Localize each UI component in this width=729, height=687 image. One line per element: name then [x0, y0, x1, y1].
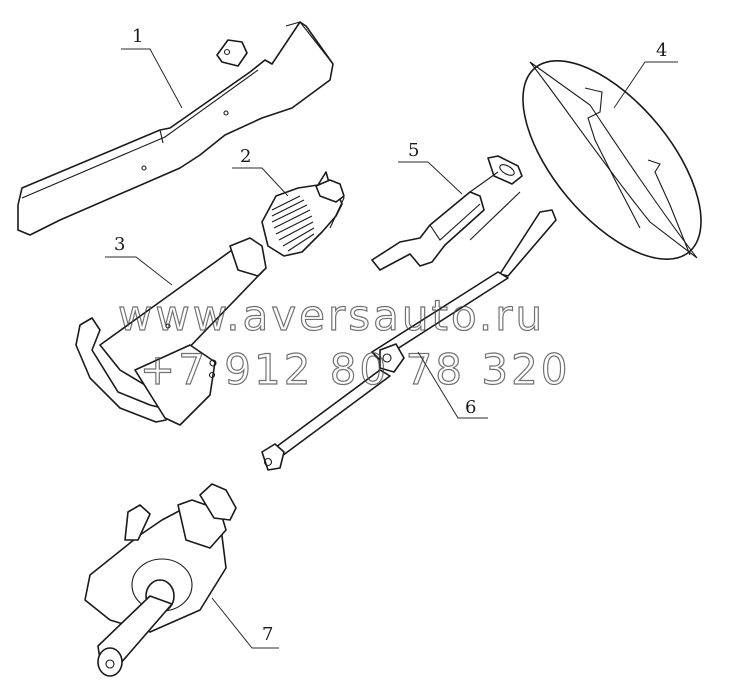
part-1-mounting-bracket — [17, 21, 334, 236]
callout-label-4: 4 — [656, 40, 667, 61]
watermark-phone: +7 912 80 78 320 — [140, 345, 571, 394]
callout-label-1: 1 — [132, 26, 143, 47]
callout-1: 1 — [121, 26, 183, 109]
part-7-steering-gear-box — [84, 483, 237, 677]
callout-3: 3 — [105, 234, 173, 286]
part-6-intermediate-shaft — [261, 209, 557, 471]
part-5-switch-shroud — [371, 155, 523, 271]
callout-label-3: 3 — [114, 234, 125, 255]
part-4-steering-wheel — [522, 60, 702, 260]
watermark: www.aversauto.ru +7 912 80 78 320 — [117, 290, 571, 394]
callout-2: 2 — [232, 146, 289, 197]
callout-4: 4 — [613, 40, 678, 109]
watermark-url: www.aversauto.ru — [118, 291, 545, 340]
callout-label-6: 6 — [465, 397, 476, 418]
callout-6: 6 — [417, 351, 488, 419]
callout-5: 5 — [398, 140, 463, 195]
part-3-column-tube — [75, 237, 267, 426]
callout-label-5: 5 — [408, 140, 419, 161]
part-2-bellows-boot — [261, 171, 345, 257]
callout-7: 7 — [211, 597, 279, 649]
callout-label-7: 7 — [262, 624, 273, 645]
callout-label-2: 2 — [240, 146, 251, 167]
